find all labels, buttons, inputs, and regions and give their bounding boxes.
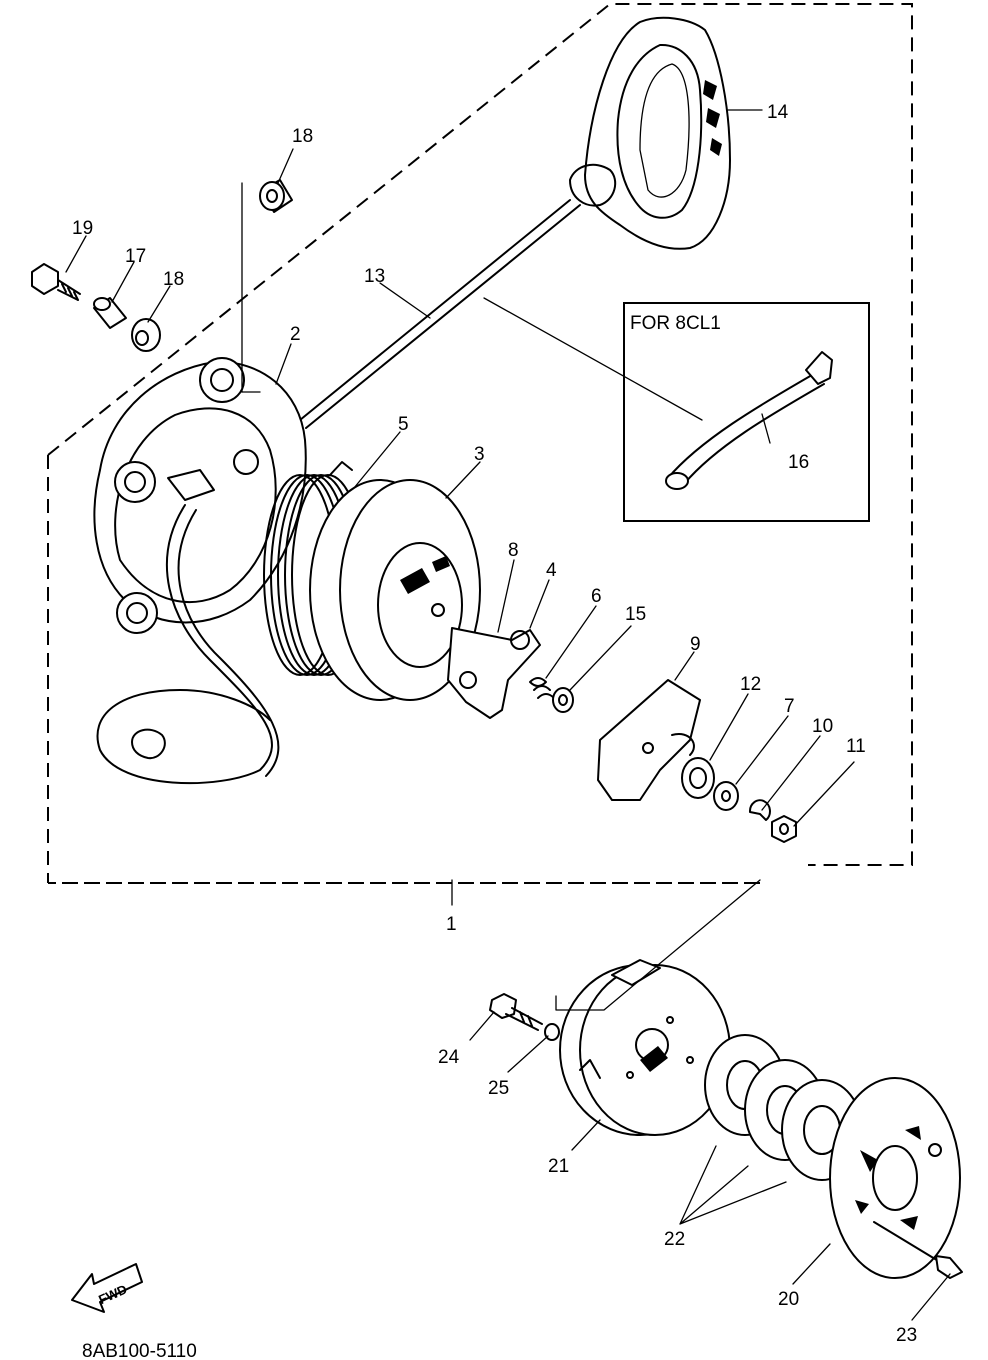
part-12-bushing — [681, 757, 715, 799]
part-6-spring — [529, 677, 555, 699]
part-19-bolt — [31, 263, 81, 301]
rope-end-knob — [131, 728, 166, 760]
part-14-handle — [569, 16, 731, 250]
part-9-hole — [642, 742, 654, 754]
part-2-starter-case — [93, 357, 307, 634]
part-11-nut — [771, 815, 797, 843]
callout-11: 11 — [846, 736, 866, 757]
part-4-pawl-hole-2 — [510, 630, 530, 650]
callout-1: 1 — [446, 914, 457, 935]
callout-25: 25 — [488, 1078, 509, 1099]
part-9-friction-plate — [597, 679, 701, 801]
callout-17: 17 — [125, 246, 146, 267]
part-16-bracket — [805, 351, 833, 385]
part-21-drive-plate — [559, 959, 731, 1136]
part-4-pawl-hole — [459, 671, 477, 689]
callout-8: 8 — [508, 540, 519, 561]
callout-15: 15 — [625, 604, 646, 625]
callout-14: 14 — [767, 102, 789, 123]
part-16-cable — [667, 374, 813, 479]
part-23-screw — [873, 1221, 963, 1279]
part-13-rope-loop-2 — [177, 509, 280, 777]
part-15-washer-hole — [558, 694, 568, 706]
part-16-end-cap — [665, 472, 689, 490]
callout-3: 3 — [474, 444, 485, 465]
drawing-code: 8AB100-5110 — [82, 1341, 197, 1360]
callout-7: 7 — [784, 696, 795, 717]
variant-box-8cl1: FOR 8CL1 — [623, 302, 870, 522]
part-15-washer — [552, 687, 574, 713]
part-13-rope-loop — [96, 504, 273, 785]
part-18-collar-upper — [259, 179, 293, 213]
callout-numbers: 18 19 17 18 2 13 14 5 3 16 8 4 6 15 9 12… — [72, 102, 917, 1346]
leader-lines — [65, 109, 951, 1321]
callout-2: 2 — [290, 324, 301, 345]
callout-18-upper: 18 — [292, 126, 313, 147]
part-3-reel — [309, 479, 481, 701]
fwd-direction-arrow: FWD — [71, 1263, 143, 1313]
part-4-pawl — [447, 627, 541, 719]
part-7-washer — [713, 781, 739, 811]
variant-box-frame — [623, 302, 870, 522]
variant-box-label: FOR 8CL1 — [630, 313, 721, 334]
part-20-driven-plate — [829, 1077, 961, 1279]
callout-24: 24 — [438, 1047, 460, 1068]
part-13-rope-2 — [305, 204, 581, 429]
part-9-slot — [671, 733, 695, 756]
callout-6: 6 — [591, 586, 602, 607]
part-18-collar-lower — [131, 318, 161, 352]
callout-23: 23 — [896, 1325, 917, 1346]
callout-20: 20 — [778, 1289, 799, 1310]
callout-12: 12 — [740, 674, 761, 695]
callout-5: 5 — [398, 414, 409, 435]
callout-13: 13 — [364, 266, 385, 287]
callout-10: 10 — [812, 716, 833, 737]
part-17-spacer-end — [93, 297, 111, 311]
callout-19: 19 — [72, 218, 93, 239]
callout-22: 22 — [664, 1229, 685, 1250]
callout-18-lower: 18 — [163, 269, 184, 290]
part-24-bolt — [489, 993, 543, 1031]
part-13-rope — [299, 199, 571, 421]
part-11-nut-hole — [779, 823, 789, 835]
callout-21: 21 — [548, 1156, 569, 1177]
callout-4: 4 — [546, 560, 557, 581]
callout-16: 16 — [788, 452, 809, 473]
fwd-arrow-icon — [71, 1263, 143, 1313]
callout-9: 9 — [690, 634, 701, 655]
part-12-bushing-hole — [689, 767, 707, 789]
part-7-washer-hole — [721, 790, 731, 802]
part-16-cable-inner — [683, 383, 825, 485]
